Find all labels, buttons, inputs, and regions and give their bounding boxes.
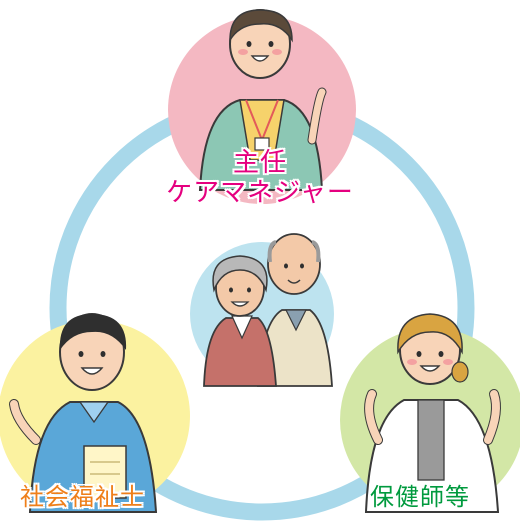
social-worker-node [0,313,190,513]
elderly-couple-icon [203,233,333,387]
care-manager-label-line1: 主任 [232,148,287,178]
care-manager-woman-icon [198,9,327,191]
nurse-woman-icon [364,313,501,513]
elderly-couple-node [190,233,334,387]
care-manager-node [168,9,356,204]
social-worker-man-icon [9,313,158,513]
care-manager-label-line2: ケアマネジャー [166,178,354,208]
social-worker-label: 社会福祉士 [20,483,145,511]
public-health-nurse-node [340,313,520,513]
public-health-nurse-label: 保健師等 [370,483,470,511]
